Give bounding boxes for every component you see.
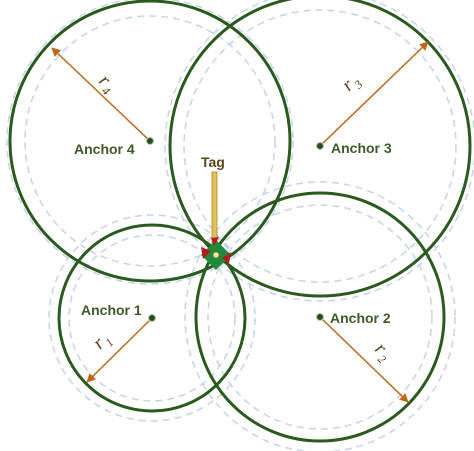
anchor-1-radius-line xyxy=(86,317,153,383)
anchor-2-point xyxy=(316,313,324,321)
tag-red-top xyxy=(211,237,219,246)
anchor-2-radius-line xyxy=(319,316,409,403)
anchor-1-uncertainty-outer xyxy=(48,214,256,422)
tag-label: Tag xyxy=(201,154,225,170)
tag-center-dot xyxy=(212,251,220,259)
radius-1-label: r 1 xyxy=(89,333,116,354)
anchor-3-uncertainty-outer xyxy=(164,0,474,302)
anchor-2-uncertainty-outer xyxy=(184,181,456,451)
radius-2-label: r 2 xyxy=(371,338,391,366)
anchor-4-radius-line xyxy=(51,47,151,142)
radius-4-label: r 4 xyxy=(95,70,115,98)
anchor-3-point xyxy=(316,142,324,150)
anchor-1-label: Anchor 1 xyxy=(81,302,142,318)
anchor-2-uncertainty-inner xyxy=(207,204,433,430)
anchor-3-radius-line xyxy=(319,41,429,147)
anchor-3-uncertainty-inner xyxy=(183,9,457,283)
anchor-3-range-circle xyxy=(168,0,472,298)
tag-red-right xyxy=(222,252,231,264)
anchor-4-label: Anchor 4 xyxy=(74,141,135,157)
radius-3-label: r 3 xyxy=(338,75,365,96)
anchor-1-point xyxy=(148,314,156,322)
anchor-1-range-circle xyxy=(57,223,247,413)
anchor-4-uncertainty-inner xyxy=(24,15,276,267)
anchor-3-label: Anchor 3 xyxy=(331,140,392,156)
anchor-4-point xyxy=(146,137,154,145)
tag-marker xyxy=(201,171,231,270)
radius-lines xyxy=(51,41,429,403)
anchor-4-range-circle xyxy=(8,0,292,283)
anchor-4-uncertainty-outer xyxy=(6,0,294,285)
anchor-2-range-circle xyxy=(194,191,446,443)
range-circles xyxy=(8,0,472,443)
tag-red-left xyxy=(201,247,211,259)
anchor-1-uncertainty-inner xyxy=(68,234,236,402)
anchor-points xyxy=(146,137,324,322)
anchor-2-label: Anchor 2 xyxy=(330,310,391,326)
uncertainty-rings xyxy=(6,0,474,451)
